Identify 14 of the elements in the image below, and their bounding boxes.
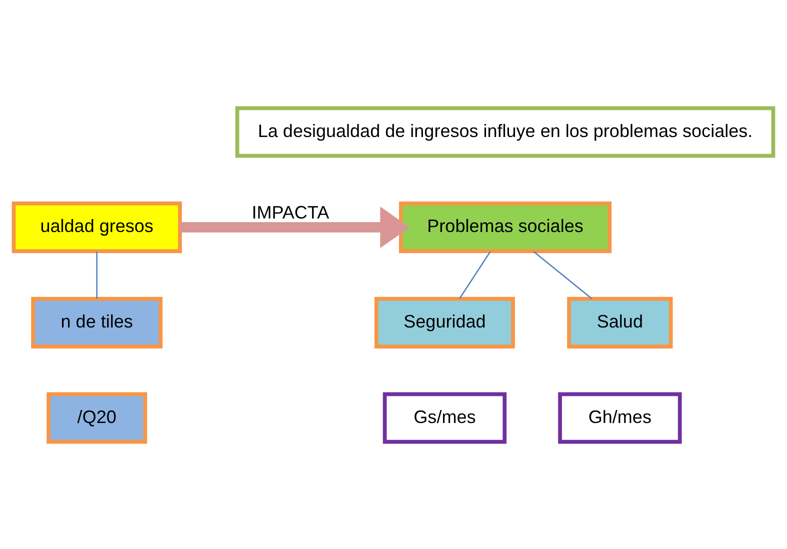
connector	[458, 250, 491, 299]
node-box: Salud	[567, 296, 673, 348]
node-box: Gs/mes	[382, 392, 507, 444]
node-box: La desigualdad de ingresos influye en los problemas sociales.	[235, 106, 776, 158]
connector	[96, 251, 98, 298]
node-box: ualdad gresos	[12, 201, 182, 253]
node-box: n de tiles	[31, 296, 163, 348]
connector	[533, 250, 592, 299]
node-box: Seguridad	[374, 296, 515, 348]
node-box: /Q20	[46, 392, 148, 444]
edge-label: IMPACTA	[252, 202, 330, 222]
node-box: Problemas sociales	[398, 201, 612, 253]
arrow	[180, 206, 410, 248]
node-box: Gh/mes	[558, 392, 682, 444]
